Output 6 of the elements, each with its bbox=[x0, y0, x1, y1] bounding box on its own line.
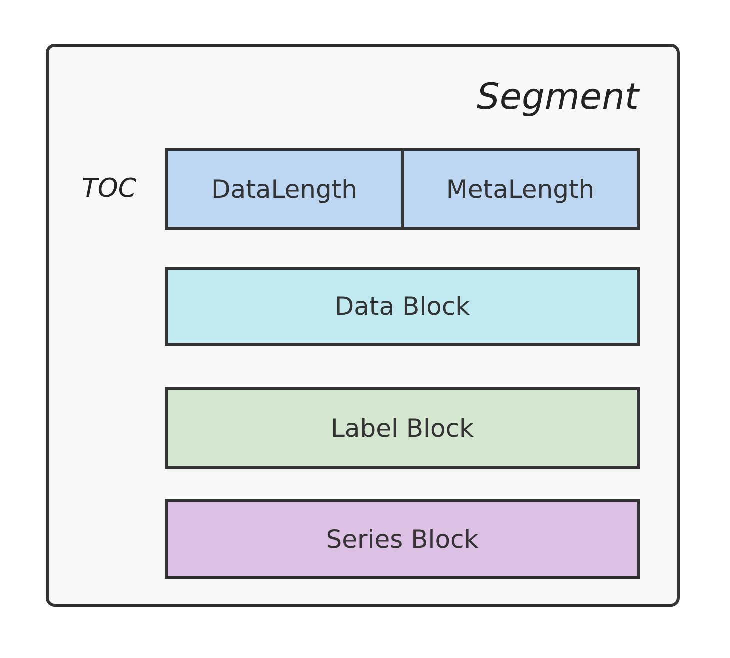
block-box: Label Block bbox=[165, 387, 640, 469]
toc-label: TOC bbox=[82, 174, 137, 204]
block-box: Series Block bbox=[165, 499, 640, 579]
block-box: Data Block bbox=[165, 267, 640, 346]
segment-box bbox=[46, 44, 680, 607]
segment-title: Segment bbox=[477, 77, 639, 118]
